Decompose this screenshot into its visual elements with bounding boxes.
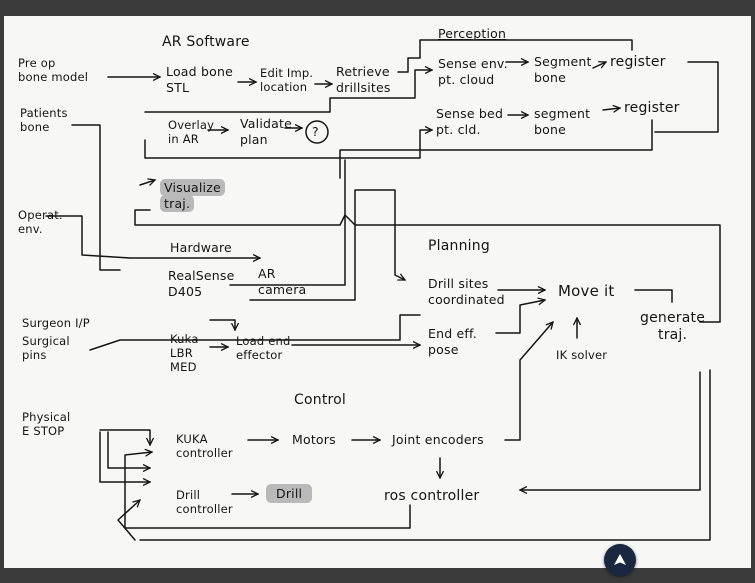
hardware-title: Hardware xyxy=(170,240,232,255)
register-1: register xyxy=(610,54,666,70)
ik-solver: IK solver xyxy=(556,348,608,362)
sense-env-pt-cloud: Sense env.pt. cloud xyxy=(438,56,508,87)
perception-title: Perception xyxy=(438,26,507,41)
edit-imp-location: Edit Imp.location xyxy=(260,66,314,94)
motors: Motors xyxy=(292,432,336,447)
control-title: Control xyxy=(294,392,347,408)
question-mark: ? xyxy=(312,124,319,139)
joint-encoders: Joint encoders xyxy=(392,432,484,447)
end-eff-pose: End eff.pose xyxy=(428,326,477,357)
ar-software-title: AR Software xyxy=(162,34,250,50)
move-it: Move it xyxy=(558,282,615,300)
ros-controller: ros controller xyxy=(384,488,480,504)
notebook-page xyxy=(4,16,751,568)
planning-title: Planning xyxy=(428,238,490,254)
drill: Drill xyxy=(266,484,313,503)
operat-env-label: Operat.env. xyxy=(18,208,63,236)
navigation-icon[interactable] xyxy=(604,544,636,576)
register-2: register xyxy=(624,100,680,116)
surgeon-ip-label: Surgeon I/P xyxy=(22,316,90,330)
